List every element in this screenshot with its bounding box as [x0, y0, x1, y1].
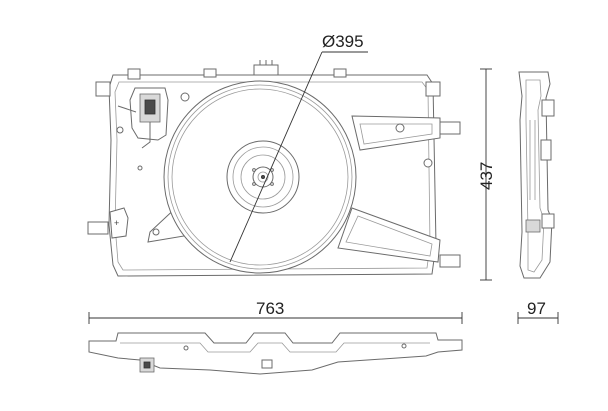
side-clip-right-top: [425, 81, 441, 97]
height-label: 437: [477, 162, 496, 190]
side-clip-left-low: [87, 221, 109, 235]
svg-text:+: +: [114, 218, 119, 228]
side-clip-left-top: [95, 81, 111, 97]
side-clip-right-mid: [439, 121, 461, 135]
depth-label: 97: [527, 299, 546, 318]
width-dimension: 763: [88, 299, 463, 324]
support-arm-upper-right: [351, 115, 441, 151]
mount-tab-top-left: [127, 68, 141, 80]
depth-dimension: 97: [517, 299, 559, 324]
mount-tab-top-right: [333, 68, 347, 78]
mount-hole: [180, 92, 190, 102]
front-view: +: [87, 60, 461, 277]
mount-hole: [423, 158, 433, 168]
side-view: [518, 71, 555, 279]
top-view: [88, 332, 463, 375]
mount-hole: [152, 228, 160, 236]
height-dimension: 437: [477, 68, 496, 281]
wire-harness-clip: [109, 207, 129, 239]
support-arm-lower-right: [337, 207, 441, 263]
diameter-label: Ø395: [322, 32, 364, 51]
mount-hole: [116, 126, 124, 134]
mount-hole: [137, 165, 143, 171]
width-label: 763: [256, 299, 284, 318]
mount-hole: [395, 123, 405, 133]
side-clip-right-low: [439, 254, 461, 268]
mount-tab-top-mid: [203, 68, 217, 78]
diameter-dimension: Ø395: [229, 32, 368, 263]
